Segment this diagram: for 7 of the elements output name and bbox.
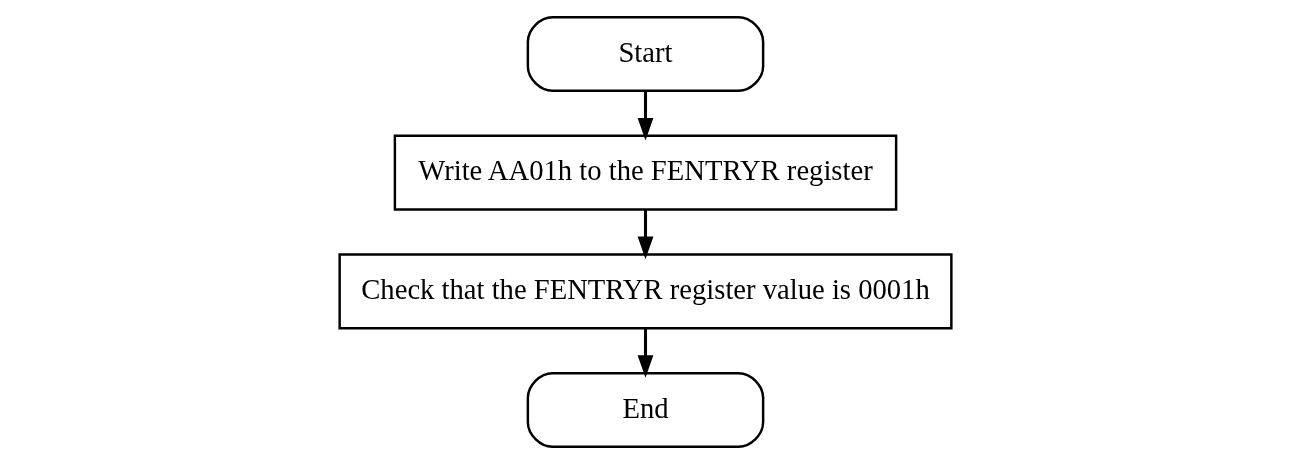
node-box: Write AA01h to the FENTRYR register — [393, 134, 898, 211]
arrow — [637, 327, 654, 378]
arrow — [637, 209, 654, 259]
node-box: Start — [526, 15, 765, 92]
node-box: Check that the FENTRYR register value is 0001h — [338, 252, 953, 329]
arrow — [637, 90, 654, 140]
node-box: End — [526, 371, 765, 448]
